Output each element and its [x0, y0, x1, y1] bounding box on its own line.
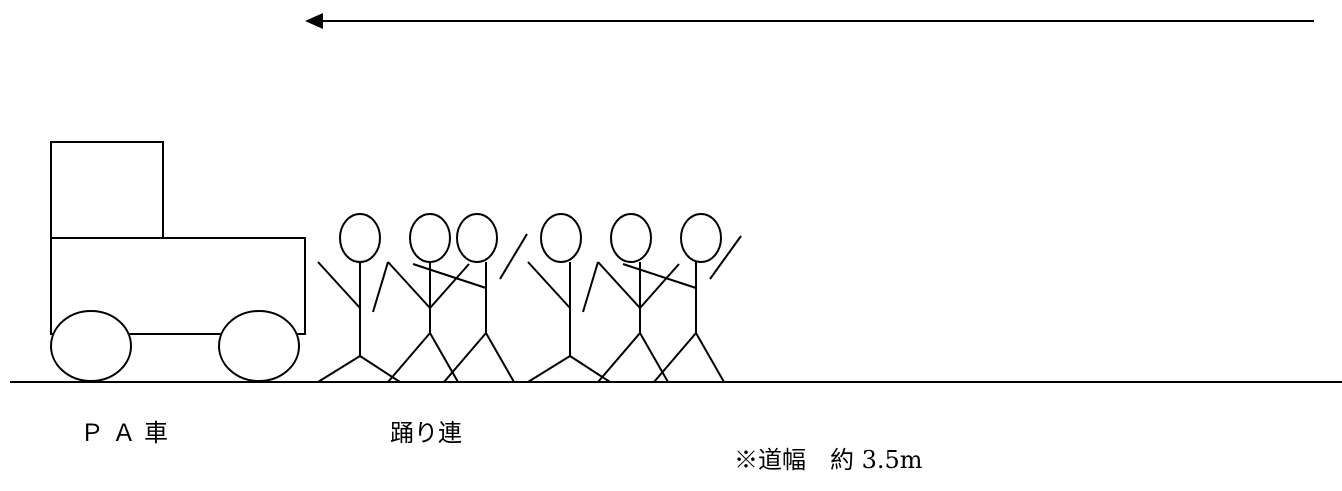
dancer-arm-left	[597, 261, 641, 309]
dancer-leg-right	[429, 332, 459, 383]
dancer-arm-right	[429, 263, 470, 309]
dancer-arm-right	[499, 233, 528, 280]
dancer-arm-left	[317, 261, 361, 309]
pa-vehicle-front-wheel	[50, 310, 132, 382]
dancer-arm-left	[412, 263, 487, 289]
dancer-head	[456, 213, 498, 263]
direction-arrow	[305, 13, 1314, 29]
dancer-arm-left	[387, 261, 431, 309]
dancer-leg-right	[695, 332, 725, 383]
dancer-leg-right	[639, 332, 669, 383]
dancer-head	[339, 213, 381, 263]
pa-car-label: ＰＡ車	[80, 419, 176, 447]
dancer	[387, 213, 470, 383]
dancer-leg-right	[569, 355, 611, 383]
dancer	[317, 213, 401, 383]
dancer-arm-right	[639, 263, 680, 309]
dancer-head	[409, 213, 451, 263]
dancer-leg-left	[527, 355, 571, 383]
dancers-label: 踊り連	[390, 419, 462, 447]
dancer	[597, 213, 680, 383]
road-width-note: ※道幅 約 3.5m	[734, 446, 923, 474]
dancer-arm-right	[372, 261, 389, 313]
dancer-leg-left	[387, 332, 431, 383]
dancer-head	[610, 213, 652, 263]
dancer-arm-left	[527, 261, 571, 309]
dancer-arm-right	[709, 235, 742, 280]
dancer-head	[680, 213, 722, 263]
dancer-leg-right	[359, 355, 401, 383]
direction-arrow-head	[305, 13, 323, 29]
dancer-head	[540, 213, 582, 263]
pa-vehicle-rear-wheel	[218, 310, 300, 382]
pa-vehicle-body	[50, 237, 306, 335]
dancer-arm-left	[622, 263, 697, 289]
pa-vehicle-cab	[50, 141, 164, 239]
dancer-leg-left	[443, 332, 487, 383]
dancer-leg-left	[597, 332, 641, 383]
dancer-arm-right	[582, 261, 599, 313]
dancer-leg-left	[653, 332, 697, 383]
dancer	[412, 213, 528, 383]
dancer-leg-right	[485, 332, 515, 383]
pa-vehicle	[50, 141, 306, 382]
dancer	[527, 213, 611, 383]
dancer	[622, 213, 742, 383]
dancer-leg-left	[317, 355, 361, 383]
